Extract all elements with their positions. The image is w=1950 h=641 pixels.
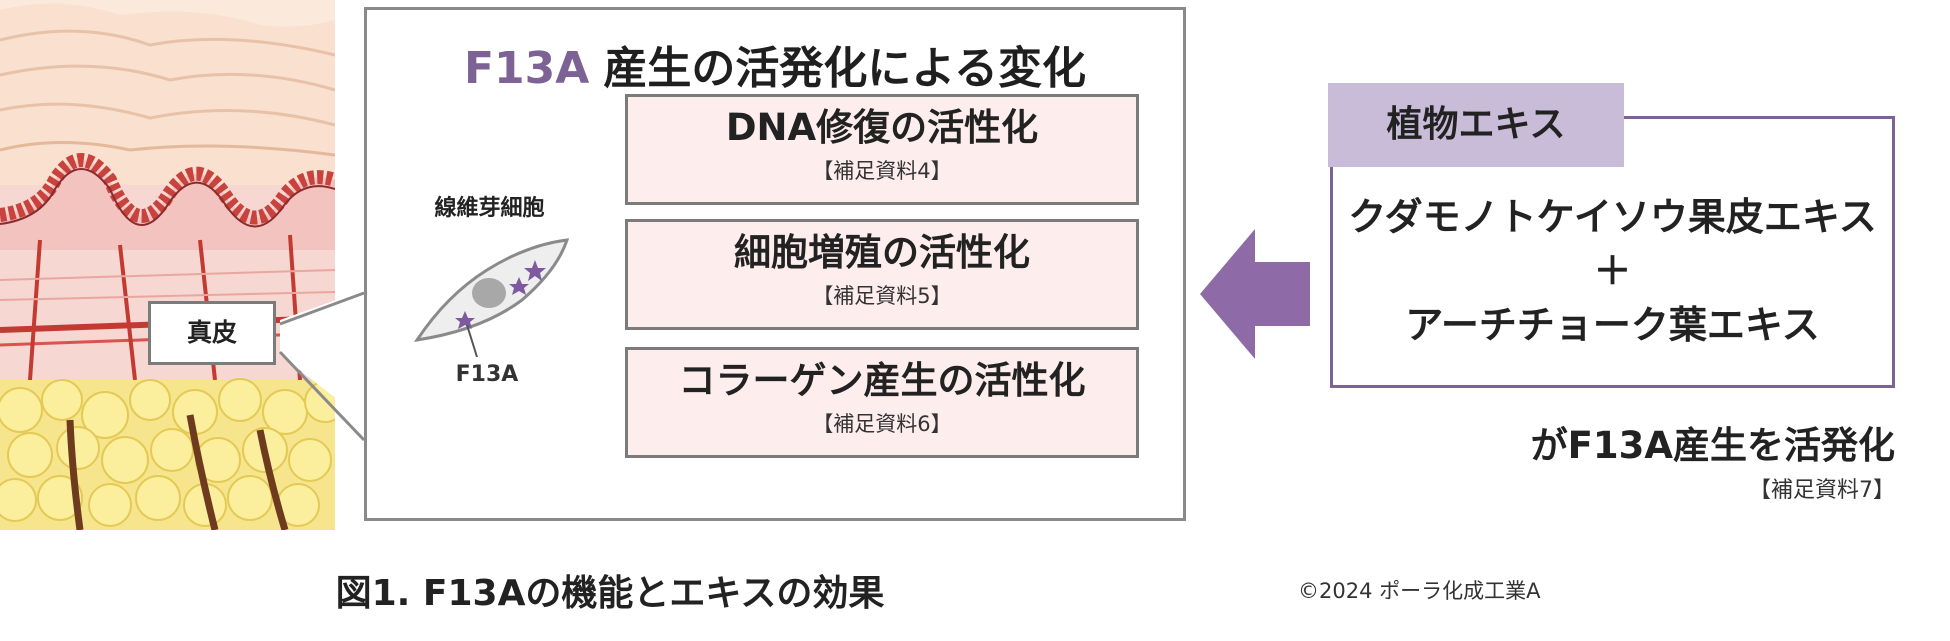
dermis-label: 真皮 <box>148 301 276 365</box>
f13a-marker-label: F13A <box>455 362 519 387</box>
plus-sign: ＋ <box>1593 249 1632 293</box>
figure-caption: 図1. F13Aの機能とエキスの効果 <box>335 573 885 614</box>
effect-ref: 【補足資料6】 <box>812 412 952 436</box>
tagline-ref: 【補足資料7】 <box>1749 478 1895 503</box>
fibroblast-label: 線維芽細胞 <box>434 196 545 221</box>
main-title: F13A 産生の活発化による変化 <box>367 32 1183 96</box>
effect-box-collagen-production: コラーゲン産生の活性化 【補足資料6】 <box>625 347 1139 458</box>
f13a-star-icon <box>524 260 546 281</box>
f13a-star-icon <box>509 277 529 295</box>
effect-ref: 【補足資料5】 <box>812 284 952 308</box>
plant-extract-list: クダモノトケイソウ果皮エキス ＋ アーチチョーク葉エキス <box>1332 190 1893 352</box>
fibroblast-icon <box>413 238 570 358</box>
extract-item-passion-fruit: クダモノトケイソウ果皮エキス <box>1348 195 1877 239</box>
f13a-star-icon <box>455 311 475 329</box>
effect-box-dna-repair: DNA修復の活性化 【補足資料4】 <box>625 94 1139 205</box>
extract-item-artichoke: アーチチョーク葉エキス <box>1405 303 1820 347</box>
effect-title: コラーゲン産生の活性化 <box>678 359 1086 402</box>
skin-cross-section-illustration <box>0 0 335 530</box>
main-title-rest: 産生の活発化による変化 <box>603 43 1087 94</box>
left-arrow-icon <box>1200 229 1310 359</box>
effect-title: 細胞増殖の活性化 <box>734 231 1030 274</box>
effect-box-cell-proliferation: 細胞増殖の活性化 【補足資料5】 <box>625 219 1139 330</box>
copyright: ©2024 ポーラ化成工業A <box>1298 579 1541 603</box>
callout-pointer <box>278 290 366 442</box>
tagline: がF13A産生を活発化 <box>1530 424 1895 467</box>
effect-title: DNA修復の活性化 <box>725 106 1039 149</box>
f13a-effects-panel: F13A 産生の活発化による変化 線維芽細胞 F13A DNA修復の活性化 【補足… <box>364 7 1186 521</box>
plant-extract-tab: 植物エキス <box>1328 83 1624 167</box>
effect-ref: 【補足資料4】 <box>812 159 952 183</box>
main-title-highlight: F13A <box>463 43 590 94</box>
